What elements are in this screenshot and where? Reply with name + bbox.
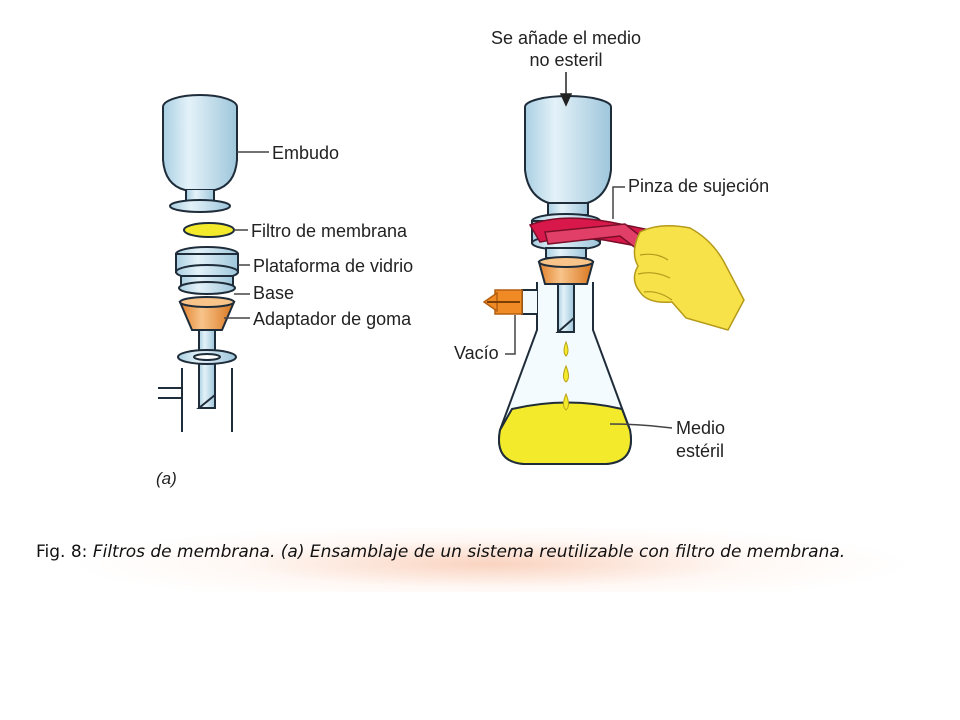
panel-label-a: (a) xyxy=(156,469,177,488)
label-pinza-sujecion: Pinza de sujeción xyxy=(628,176,769,196)
caption-highlight: Fig. 8: Filtros de membrana. (a) Ensambl… xyxy=(22,528,922,592)
funnel-part xyxy=(162,94,238,213)
vacuum-arrow-icon xyxy=(482,289,523,315)
label-medio-no-esteril-line1: Se añade el medio xyxy=(491,28,641,48)
figure-caption: Fig. 8: Filtros de membrana. (a) Ensambl… xyxy=(36,540,906,564)
label-medio-esteril-line2: estéril xyxy=(676,441,724,461)
label-filtro-membrana: Filtro de membrana xyxy=(251,221,408,241)
label-adaptador-goma: Adaptador de goma xyxy=(253,309,412,329)
glass-platform-part xyxy=(175,246,239,295)
label-vacio: Vacío xyxy=(454,343,499,363)
filtrate-drops xyxy=(563,340,569,411)
label-medio-no-esteril-line2: no esteril xyxy=(529,50,602,70)
exploded-assembly xyxy=(158,94,239,432)
label-embudo: Embudo xyxy=(272,143,339,163)
membrane-filter-disc xyxy=(183,222,235,238)
sterile-medium xyxy=(498,401,632,465)
hand xyxy=(633,225,745,331)
add-medium-arrow-icon xyxy=(559,72,573,107)
caption-text: Filtros de membrana. (a) Ensamblaje de u… xyxy=(92,542,846,562)
caption-prefix: Fig. 8: xyxy=(36,542,93,562)
label-plataforma-vidrio: Plataforma de vidrio xyxy=(253,256,413,276)
assembled-system xyxy=(498,95,632,465)
label-base: Base xyxy=(253,283,294,303)
label-medio-esteril-line1: Medio xyxy=(676,418,725,438)
